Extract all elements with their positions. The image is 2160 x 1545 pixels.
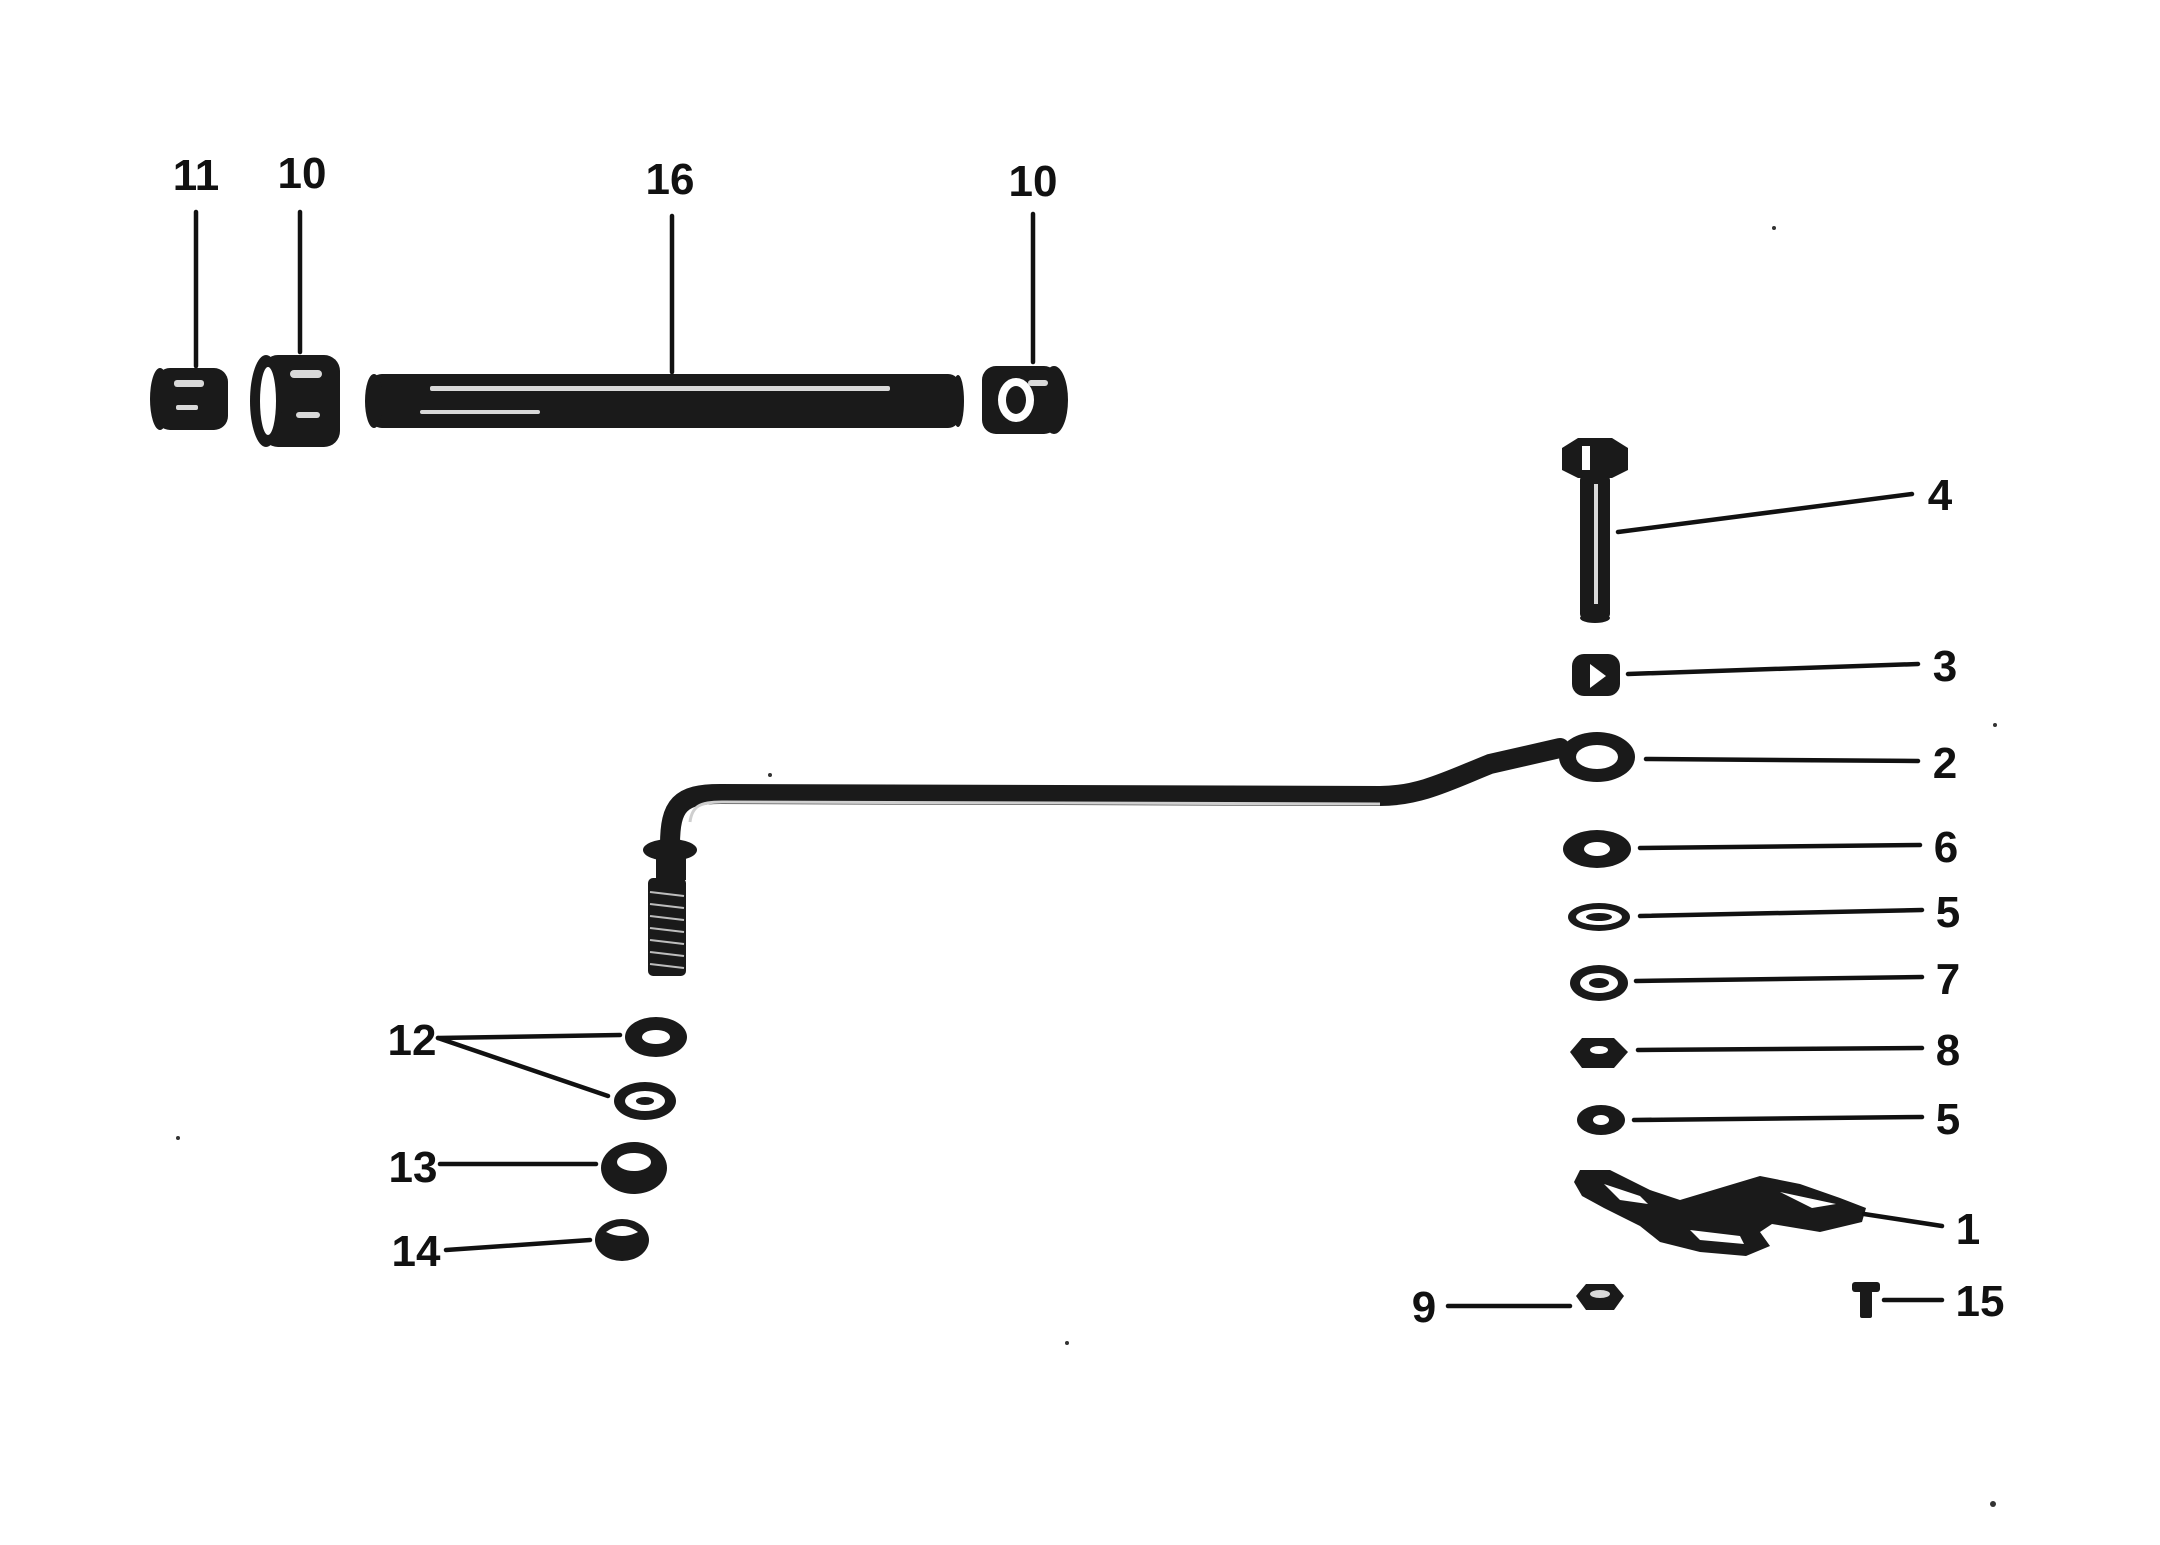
scan-specks xyxy=(176,226,1997,1507)
callout-5-upper: 5 xyxy=(1936,888,1960,937)
callout-14: 14 xyxy=(392,1227,441,1276)
callout-13: 13 xyxy=(389,1143,438,1192)
part-3-spacer xyxy=(1572,654,1620,696)
part-13-spacer xyxy=(601,1142,667,1194)
callout-9: 9 xyxy=(1412,1283,1436,1332)
part-10-bushing-right xyxy=(982,366,1068,434)
part-14-nut xyxy=(595,1219,649,1261)
callouts: 11 10 16 10 4 3 2 6 5 7 8 5 1 9 15 12 13… xyxy=(173,149,2005,1332)
callout-6: 6 xyxy=(1934,823,1958,872)
part-9-nut xyxy=(1576,1284,1624,1310)
callout-3: 3 xyxy=(1933,642,1957,691)
part-4-bolt xyxy=(1562,438,1628,623)
part-15-screw xyxy=(1852,1282,1880,1318)
part-12-washer-lower xyxy=(614,1082,676,1120)
part-16-pin xyxy=(365,374,964,428)
part-10-bushing-left xyxy=(250,355,340,447)
callout-12: 12 xyxy=(388,1016,437,1065)
part-2-shift-rod xyxy=(643,732,1635,976)
part-5-washer-upper xyxy=(1568,903,1630,931)
part-12-washer-upper xyxy=(625,1017,687,1057)
callout-16: 16 xyxy=(646,155,695,204)
part-8-nut xyxy=(1570,1038,1628,1068)
callout-10-left: 10 xyxy=(278,149,327,198)
callout-10-right: 10 xyxy=(1009,157,1058,206)
callout-2: 2 xyxy=(1933,739,1957,788)
part-1-bracket xyxy=(1574,1170,1866,1256)
callout-15: 15 xyxy=(1956,1277,2005,1326)
part-7-lockwasher xyxy=(1570,965,1628,1001)
callout-8: 8 xyxy=(1936,1026,1960,1075)
callout-4: 4 xyxy=(1928,471,1953,520)
callout-11: 11 xyxy=(173,151,220,200)
callout-1: 1 xyxy=(1956,1205,1980,1254)
leader-lines xyxy=(193,209,1945,1309)
part-5-washer-lower xyxy=(1577,1105,1625,1135)
callout-7: 7 xyxy=(1936,955,1960,1004)
part-11-bushing xyxy=(150,368,228,430)
callout-5-lower: 5 xyxy=(1936,1095,1960,1144)
part-6-washer xyxy=(1563,830,1631,868)
